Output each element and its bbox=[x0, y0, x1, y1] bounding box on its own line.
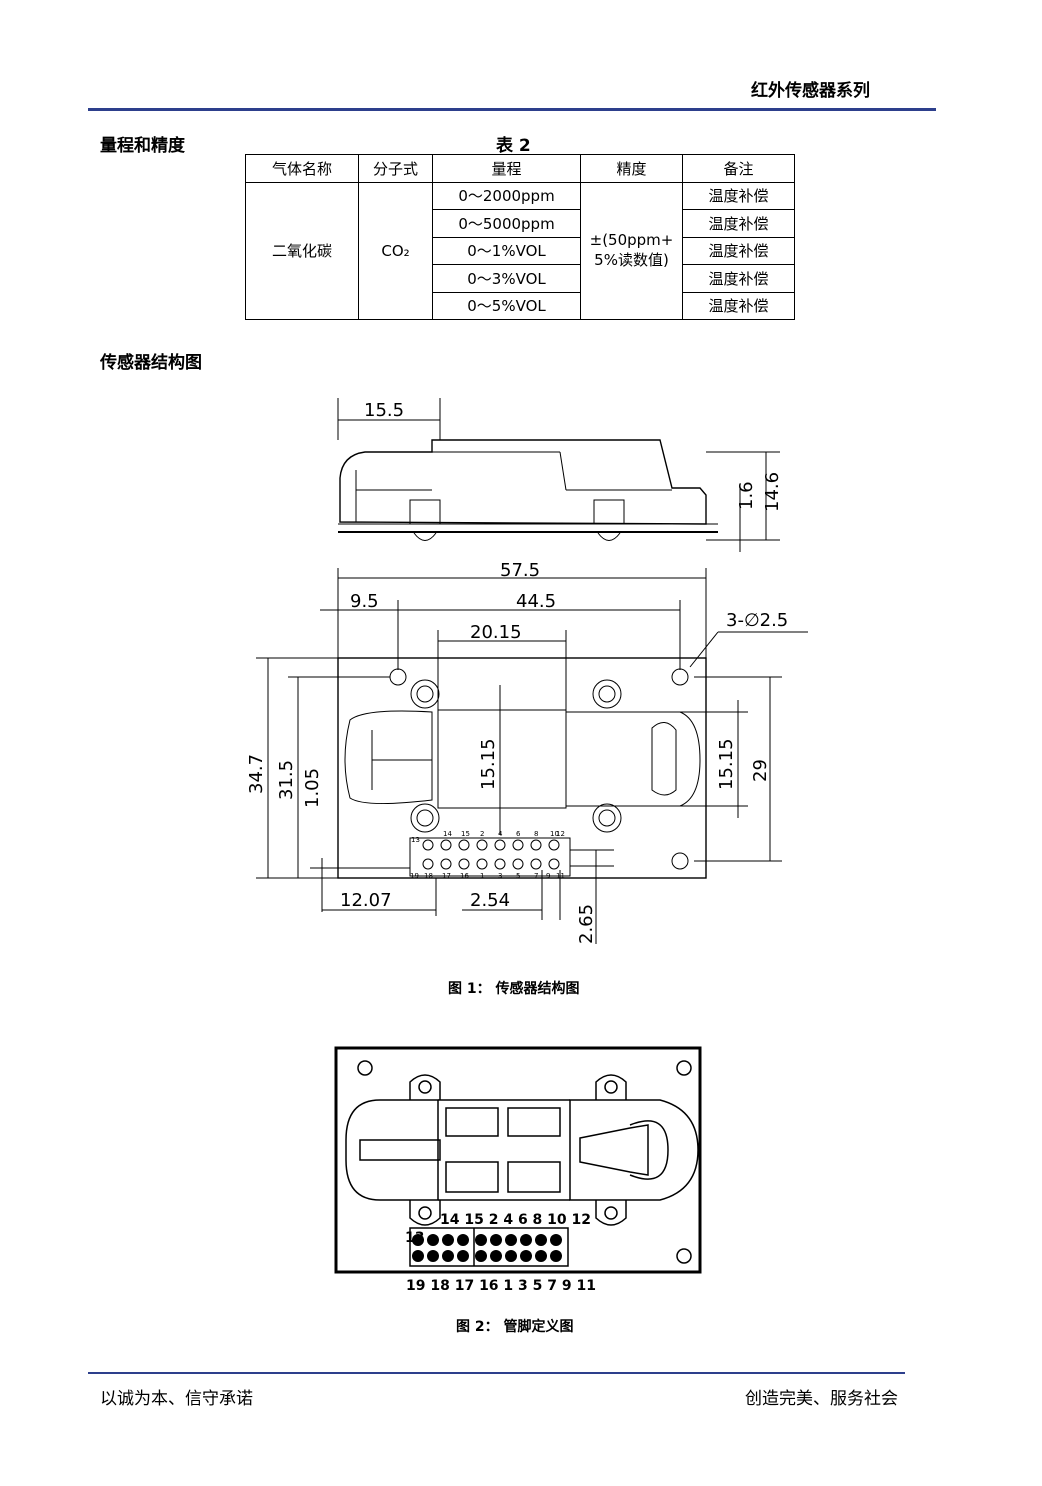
pin-label: 4 bbox=[498, 830, 503, 838]
dim-body-a: 15.15 bbox=[478, 738, 499, 790]
pin-label: 18 bbox=[424, 872, 433, 880]
pin-label: 9 bbox=[546, 872, 550, 880]
dim-h-total: 14.6 bbox=[762, 472, 783, 512]
table-row: 0～5000ppm 温度补偿 bbox=[246, 209, 795, 238]
dim-holes: 3-∅2.5 bbox=[726, 610, 788, 631]
header-rule bbox=[88, 108, 936, 111]
dim-top-width: 15.5 bbox=[364, 400, 404, 421]
top-view bbox=[256, 568, 808, 944]
header-series-title: 红外传感器系列 bbox=[751, 81, 870, 101]
cell-note: 温度补偿 bbox=[682, 209, 795, 238]
pin-label: 16 bbox=[460, 872, 469, 880]
cell-range: 0～5%VOL bbox=[432, 291, 581, 320]
pin-label: 10 bbox=[550, 830, 559, 838]
pin-label: 13 bbox=[411, 836, 420, 844]
footer-rule bbox=[88, 1372, 905, 1374]
dim-body-b: 15.15 bbox=[716, 738, 737, 790]
footer-right-slogan: 创造完美、服务社会 bbox=[745, 1389, 898, 1409]
pin-label: 7 bbox=[534, 872, 538, 880]
section-heading-structure: 传感器结构图 bbox=[100, 353, 202, 373]
figure2-caption: 图 2： 管脚定义图 bbox=[456, 1319, 574, 1335]
figure1-caption: 图 1： 传感器结构图 bbox=[448, 981, 580, 997]
col-header-range: 量程 bbox=[432, 154, 581, 183]
dim-hole-v: 29 bbox=[750, 759, 771, 782]
accuracy-line-1: ±(50ppm+ bbox=[589, 231, 674, 250]
pin-label: 3 bbox=[498, 872, 502, 880]
accuracy-line-2: 5%读数值) bbox=[594, 251, 669, 270]
pin-label: 14 bbox=[443, 830, 452, 838]
dim-height-a: 31.5 bbox=[276, 760, 297, 800]
pin-label: 19 bbox=[410, 872, 419, 880]
pin-label: 17 bbox=[442, 872, 451, 880]
cell-note: 温度补偿 bbox=[682, 291, 795, 320]
table-row: 二氧化碳 CO₂ 0～2000ppm ±(50ppm+ 5%读数值) 温度补偿 bbox=[245, 181, 795, 320]
dim-h-small: 1.6 bbox=[736, 481, 757, 510]
cell-range: 0～1%VOL bbox=[432, 236, 581, 265]
pin-label: 8 bbox=[534, 830, 538, 838]
dim-pin-offset: 12.07 bbox=[340, 890, 392, 911]
side-view bbox=[337, 398, 780, 552]
pin-label: 2 bbox=[480, 830, 484, 838]
footer-left-slogan: 以诚为本、信守承诺 bbox=[100, 1389, 253, 1409]
pin-label: 6 bbox=[516, 830, 521, 838]
pin-label: 5 bbox=[516, 872, 520, 880]
cell-gas-name: 二氧化碳 bbox=[245, 181, 359, 320]
dim-center: 20.15 bbox=[470, 622, 522, 643]
table-header-row: 气体名称 分子式 量程 精度 备注 bbox=[245, 154, 795, 183]
cell-range: 0～5000ppm bbox=[432, 209, 581, 238]
pin-label: 12 bbox=[556, 830, 565, 838]
cell-note: 温度补偿 bbox=[682, 181, 795, 210]
pin-label: 15 bbox=[461, 830, 470, 838]
table-row: 0～5%VOL 温度补偿 bbox=[246, 291, 795, 320]
pin-header-fig1 bbox=[422, 839, 560, 870]
dim-height-total: 34.7 bbox=[246, 754, 267, 794]
table-row: 0～1%VOL 温度补偿 bbox=[246, 236, 795, 265]
cell-note: 温度补偿 bbox=[682, 236, 795, 265]
col-header-accuracy: 精度 bbox=[580, 154, 683, 183]
dim-height-b: 1.05 bbox=[302, 768, 323, 808]
section-heading-range: 量程和精度 bbox=[100, 136, 185, 156]
dim-length: 57.5 bbox=[500, 560, 540, 581]
dim-pin-pitch: 2.54 bbox=[470, 890, 510, 911]
cell-range: 0～2000ppm bbox=[432, 181, 581, 210]
col-header-formula: 分子式 bbox=[358, 154, 433, 183]
spec-table: 气体名称 分子式 量程 精度 备注 二氧化碳 CO₂ 0～2000ppm ±(5… bbox=[245, 154, 795, 320]
dim-pin-row: 2.65 bbox=[576, 904, 597, 944]
cell-formula: CO₂ bbox=[358, 181, 433, 320]
pin-label: 1 bbox=[480, 872, 484, 880]
cell-accuracy: ±(50ppm+ 5%读数值) bbox=[580, 181, 683, 320]
dim-hole-span: 44.5 bbox=[516, 591, 556, 612]
col-header-note: 备注 bbox=[682, 154, 795, 183]
dim-offset: 9.5 bbox=[350, 591, 379, 612]
pin-label: 11 bbox=[556, 872, 565, 880]
table-caption: 表 2 bbox=[496, 136, 531, 156]
